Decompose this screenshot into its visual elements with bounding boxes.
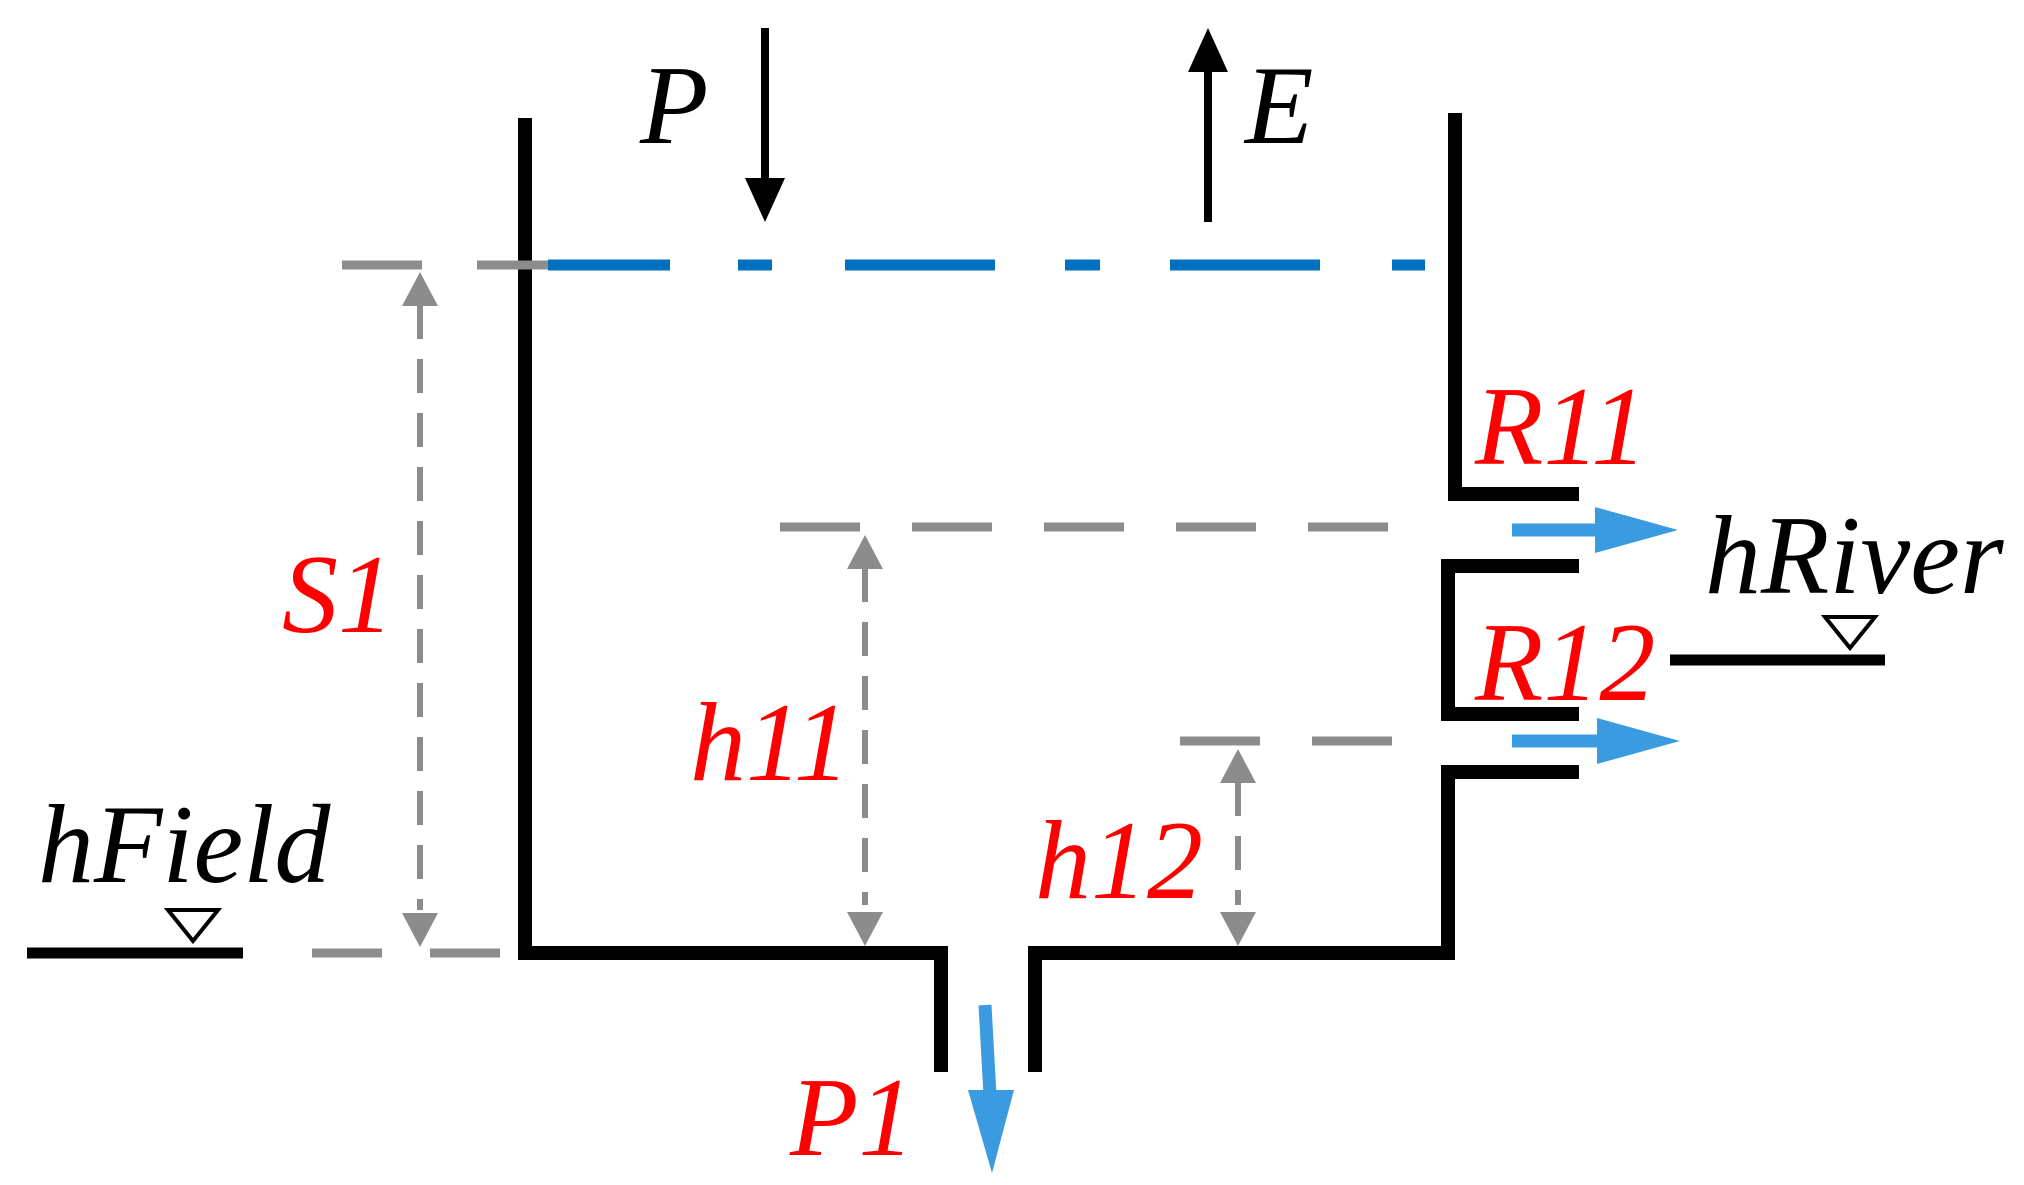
h12-dimension-arrow <box>1220 749 1256 946</box>
tank-right-wall-middle <box>1441 559 1579 721</box>
h12-label: h12 <box>1035 799 1203 923</box>
precipitation-arrow <box>745 28 785 222</box>
tank-bottom-left <box>518 946 948 1072</box>
s1-dimension-arrow <box>402 272 438 947</box>
river-level-label: hRiver <box>1705 494 2004 618</box>
precip-label: P <box>639 44 708 168</box>
field-level-triangle-icon <box>163 908 223 945</box>
r11-label: R11 <box>1474 365 1647 489</box>
tank-bottom-right <box>1028 765 1579 1072</box>
evaporation-arrow <box>1188 28 1228 222</box>
r11-outflow-arrow <box>1512 507 1678 553</box>
field-level-marker <box>27 908 243 959</box>
reference-lines <box>312 260 1422 958</box>
dimension-arrows <box>402 272 1256 947</box>
evap-label: E <box>1243 44 1313 168</box>
field-level-label: hField <box>38 783 331 907</box>
h11-dimension-arrow <box>847 535 883 946</box>
p1-label: P1 <box>789 1056 914 1180</box>
s1-label: S1 <box>282 533 394 657</box>
p1-percolation-arrow <box>968 1004 1014 1173</box>
tank-right-wall-upper <box>1448 113 1579 501</box>
r12-outflow-arrow <box>1512 718 1680 764</box>
river-level-triangle-icon <box>1820 615 1880 652</box>
h11-label: h11 <box>690 681 850 805</box>
r12-label: R12 <box>1474 601 1655 725</box>
river-level-marker <box>1670 615 1885 666</box>
